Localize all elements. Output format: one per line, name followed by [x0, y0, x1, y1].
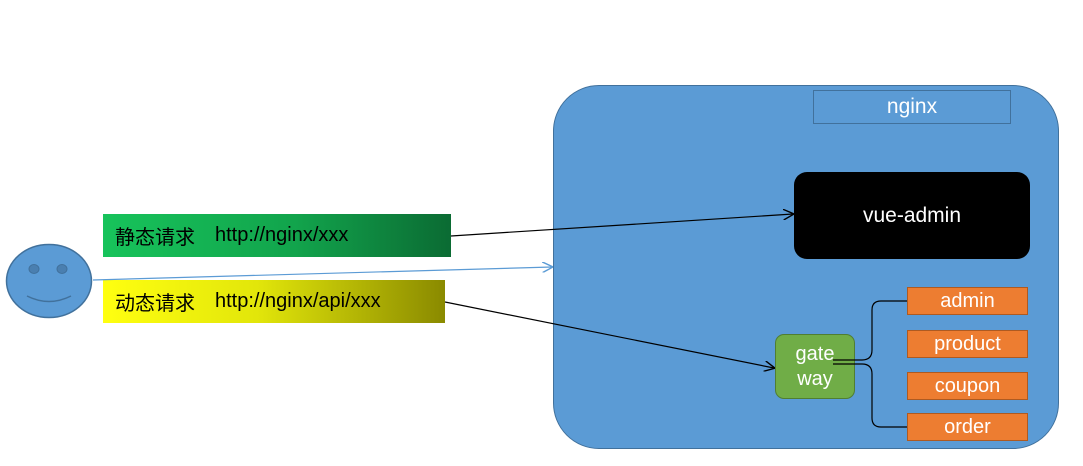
gateway-label-line2: way [797, 367, 833, 390]
service-order: order [907, 413, 1028, 441]
nginx-label: nginx [813, 90, 1011, 124]
service-admin: admin [907, 287, 1028, 315]
static-to-vue-admin-arrow [450, 214, 793, 237]
gateway-box: gate way [775, 334, 855, 399]
service-product: product [907, 330, 1028, 358]
gateway-to-admin-connector [833, 300, 907, 361]
static-request-kind: 静态请求 [115, 227, 195, 249]
static-request-url: http://nginx/xxx [215, 224, 349, 246]
static-request-label: 静态请求 http://nginx/xxx [103, 214, 451, 257]
vue-admin-box: vue-admin [794, 172, 1030, 259]
gateway-to-order-connector [833, 363, 907, 428]
dynamic-request-url: http://nginx/api/xxx [215, 290, 381, 312]
dynamic-request-label: 动态请求 http://nginx/api/xxx [103, 280, 445, 323]
smiley-face-icon [5, 243, 93, 319]
dynamic-request-kind: 动态请求 [115, 293, 195, 315]
user-to-nginx-arrow [92, 267, 552, 281]
service-coupon: coupon [907, 372, 1028, 400]
dynamic-to-gateway-arrow [444, 301, 774, 368]
gateway-label-line1: gate [795, 342, 835, 365]
